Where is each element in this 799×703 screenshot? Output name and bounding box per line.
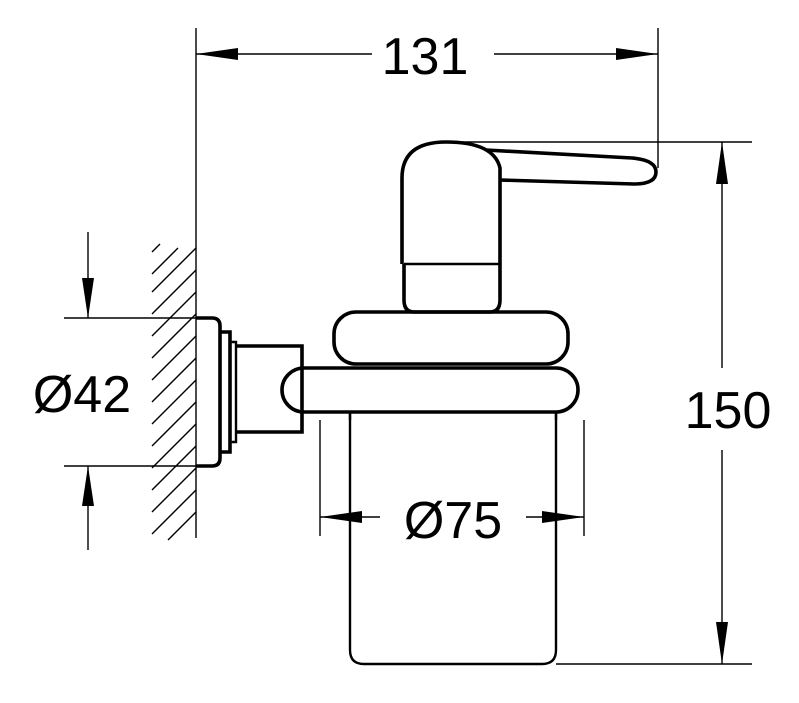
pump-neck [402,262,502,314]
dimension-container: Ø75 [319,420,585,550]
dimension-height-label: 150 [685,382,772,440]
holder-ring [280,366,580,420]
mounting-arm [236,344,304,434]
dimension-wall-plate: Ø42 [33,232,212,550]
dimension-width-label: 131 [382,28,469,86]
pump-lever [485,148,658,186]
wall-plate [196,316,238,468]
pump-head [400,140,502,264]
glass-container [348,412,558,666]
dimension-wall-plate-label: Ø42 [33,366,131,424]
dimension-height: 150 [460,141,772,665]
pump-collar [332,310,570,366]
dimension-container-label: Ø75 [404,492,502,550]
dimension-width: 131 [196,28,659,168]
wall-hatching [151,28,197,541]
